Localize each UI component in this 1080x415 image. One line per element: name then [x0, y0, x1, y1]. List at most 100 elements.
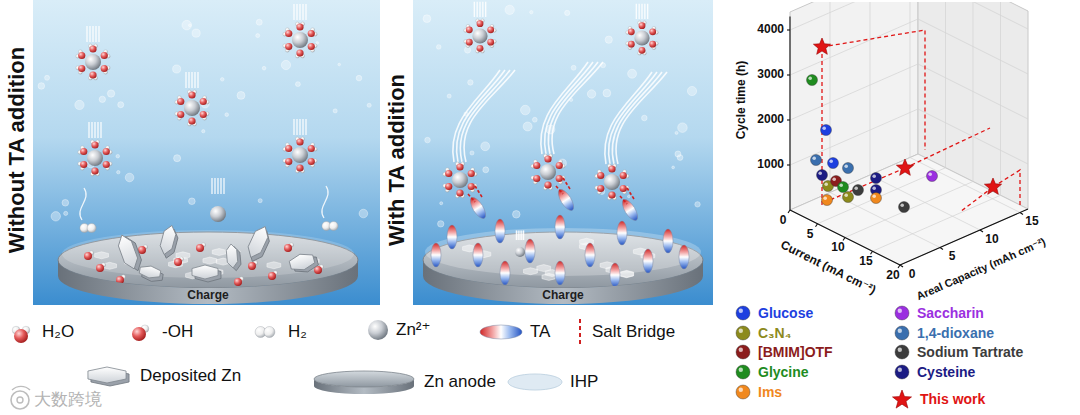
bubble — [436, 45, 441, 50]
grid-line — [790, 2, 918, 30]
tick-mark — [1020, 213, 1023, 215]
guide-line — [830, 168, 905, 200]
bubble — [440, 202, 443, 205]
legend-text: H₂O — [42, 322, 74, 342]
bubble — [603, 89, 611, 97]
swatch-highlight — [898, 348, 902, 352]
motion-streak — [100, 122, 101, 138]
deposited-zinc — [88, 367, 129, 386]
legend-sample — [6, 319, 36, 345]
motion-streak — [86, 26, 87, 42]
deposited-zinc — [157, 224, 180, 260]
bubble — [225, 113, 229, 117]
oxygen-atom — [14, 329, 28, 343]
salt-bridge — [627, 188, 634, 199]
data-point — [828, 158, 839, 169]
grid-line — [790, 64, 918, 120]
oxygen-atom — [91, 167, 98, 174]
plate-face — [115, 233, 140, 272]
bubble — [423, 15, 431, 23]
surface-tile — [620, 270, 634, 277]
hydrogen-atom — [329, 222, 338, 231]
bubble — [281, 60, 290, 69]
motion-streak — [305, 4, 306, 20]
oxygen-atom — [89, 71, 96, 78]
data-point-highlight — [818, 171, 822, 175]
motion-streak — [217, 178, 218, 194]
surface-tile — [524, 268, 538, 275]
bubble — [642, 115, 648, 121]
oxygen-atom — [466, 39, 473, 46]
oxygen-atom — [78, 52, 85, 59]
legend-sample — [478, 322, 524, 342]
oxygen-atom — [649, 28, 656, 35]
legend-item: Glucose — [734, 304, 813, 322]
data-point-highlight — [900, 203, 904, 207]
oxygen-atom — [556, 175, 563, 182]
anode-disc: Charge — [421, 230, 705, 306]
legend-sample — [248, 322, 282, 342]
oxygen-atom — [80, 161, 87, 168]
chart-wall — [918, 2, 1028, 209]
axis-line — [789, 17, 790, 211]
legend-text: Sodium Tartrate — [917, 344, 1023, 360]
bubble — [677, 155, 683, 161]
bubble — [356, 75, 362, 81]
bubble — [571, 65, 576, 70]
data-point-highlight — [872, 186, 876, 190]
motion-streak — [223, 178, 224, 194]
tick-label: 3000 — [757, 68, 784, 82]
ta-molecule — [585, 243, 595, 267]
anode-disc: Charge — [56, 230, 360, 306]
bubble — [75, 100, 84, 109]
legend-text: 1,4-dioxane — [917, 325, 994, 341]
data-point — [807, 75, 818, 86]
plate-face — [245, 224, 272, 261]
motion-streak — [293, 119, 294, 135]
oxygen-atom — [174, 258, 182, 266]
motion-streak — [92, 26, 93, 42]
legend-item: Cysteine — [893, 363, 975, 381]
oxygen-atom — [101, 65, 108, 72]
legend-text: Ims — [758, 384, 782, 400]
grid-line — [1000, 2, 1001, 195]
legend-item: This work — [890, 388, 985, 410]
hydrated-zinc-ion — [175, 72, 209, 126]
oxygen-atom — [80, 148, 87, 155]
ta-molecule — [500, 261, 510, 285]
legend-text: IHP — [570, 372, 598, 392]
bubble — [125, 173, 134, 182]
legend-item: Glycine — [734, 363, 809, 381]
legend-swatch — [893, 390, 912, 408]
plate-face — [158, 224, 177, 256]
oxygen-atom — [597, 185, 604, 192]
chart-walls — [790, 2, 1028, 265]
watermark: 大数跨境 — [34, 390, 102, 410]
deposited-zinc — [226, 243, 242, 271]
oxygen-atom — [597, 172, 604, 179]
motion-streak — [305, 119, 306, 135]
motion-streak — [482, 2, 483, 17]
bubble — [237, 91, 245, 99]
bubble — [118, 102, 124, 108]
axis-title: Cycle time (h) — [735, 61, 749, 140]
legend-item: TA — [478, 322, 550, 342]
legend-sample — [310, 369, 418, 395]
hydrogen-atom — [87, 224, 96, 233]
flow-streamline — [616, 72, 667, 164]
hydrated-zinc-ion — [283, 119, 317, 173]
bubble — [513, 211, 521, 219]
data-point — [838, 182, 849, 193]
bubble — [521, 105, 531, 115]
oxygen-atom — [188, 91, 195, 98]
motion-streak — [474, 2, 475, 17]
bubble — [117, 171, 120, 174]
ta-molecule — [525, 239, 535, 263]
guide-line — [960, 187, 993, 212]
motion-streak — [188, 72, 189, 88]
data-point-highlight — [823, 196, 827, 200]
motion-streak — [519, 230, 520, 240]
legend-item: [BMIM]OTF — [734, 343, 833, 361]
guide-line — [822, 30, 925, 150]
oxygen-atom — [284, 244, 292, 252]
